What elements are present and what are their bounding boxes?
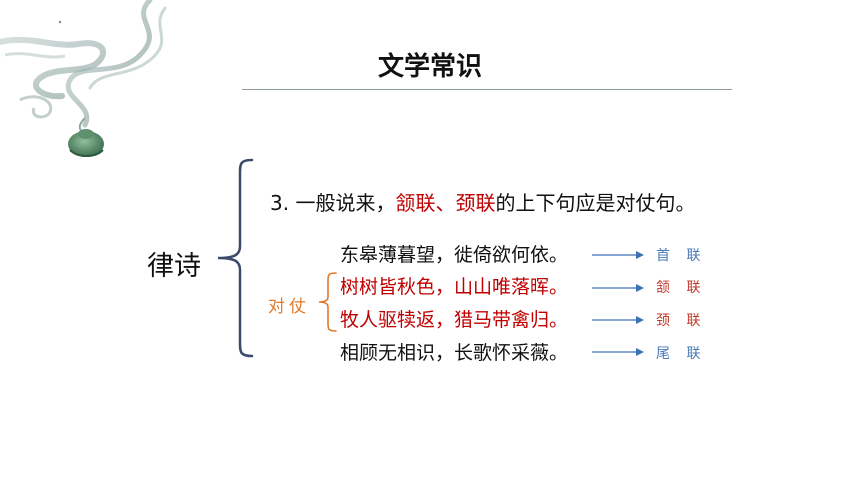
couplet-label-4: 尾 联 (656, 346, 707, 362)
topic-label: 律诗 (147, 251, 201, 282)
couplet-label-3: 颈 联 (656, 313, 707, 329)
arrow-right-icon (592, 251, 644, 259)
poem-line-2: 树树皆秋色，山山唯落晖。 (340, 276, 569, 298)
poem-line-1: 东皋薄暮望，徙倚欲何依。 (340, 244, 569, 266)
arrow-right-icon (592, 284, 644, 292)
point-suffix: 的上下句应是对仗句。 (495, 191, 696, 215)
poem-line-3: 牧人驱犊返，猎马带禽归。 (340, 309, 569, 331)
slide-title: 文学常识 (377, 52, 482, 82)
arrow-right-icon (592, 316, 644, 324)
parallel-label: 对仗 (268, 297, 310, 317)
point-prefix: 3. 一般说来， (270, 191, 396, 215)
point-highlight: 颔联、颈联 (395, 191, 496, 215)
parallel-brace-icon (318, 272, 337, 332)
knowledge-point: 3. 一般说来，颔联、颈联的上下句应是对仗句。 (270, 187, 695, 216)
ink-smoke-decoration-icon (0, 0, 167, 157)
title-underline (242, 89, 732, 90)
poem-line-4: 相顾无相识，长歌怀采薇。 (340, 342, 569, 364)
arrow-right-icon (592, 348, 644, 356)
topic-brace-icon (217, 158, 254, 358)
couplet-label-1: 首 联 (656, 248, 707, 264)
couplet-label-2: 颔 联 (656, 280, 707, 296)
